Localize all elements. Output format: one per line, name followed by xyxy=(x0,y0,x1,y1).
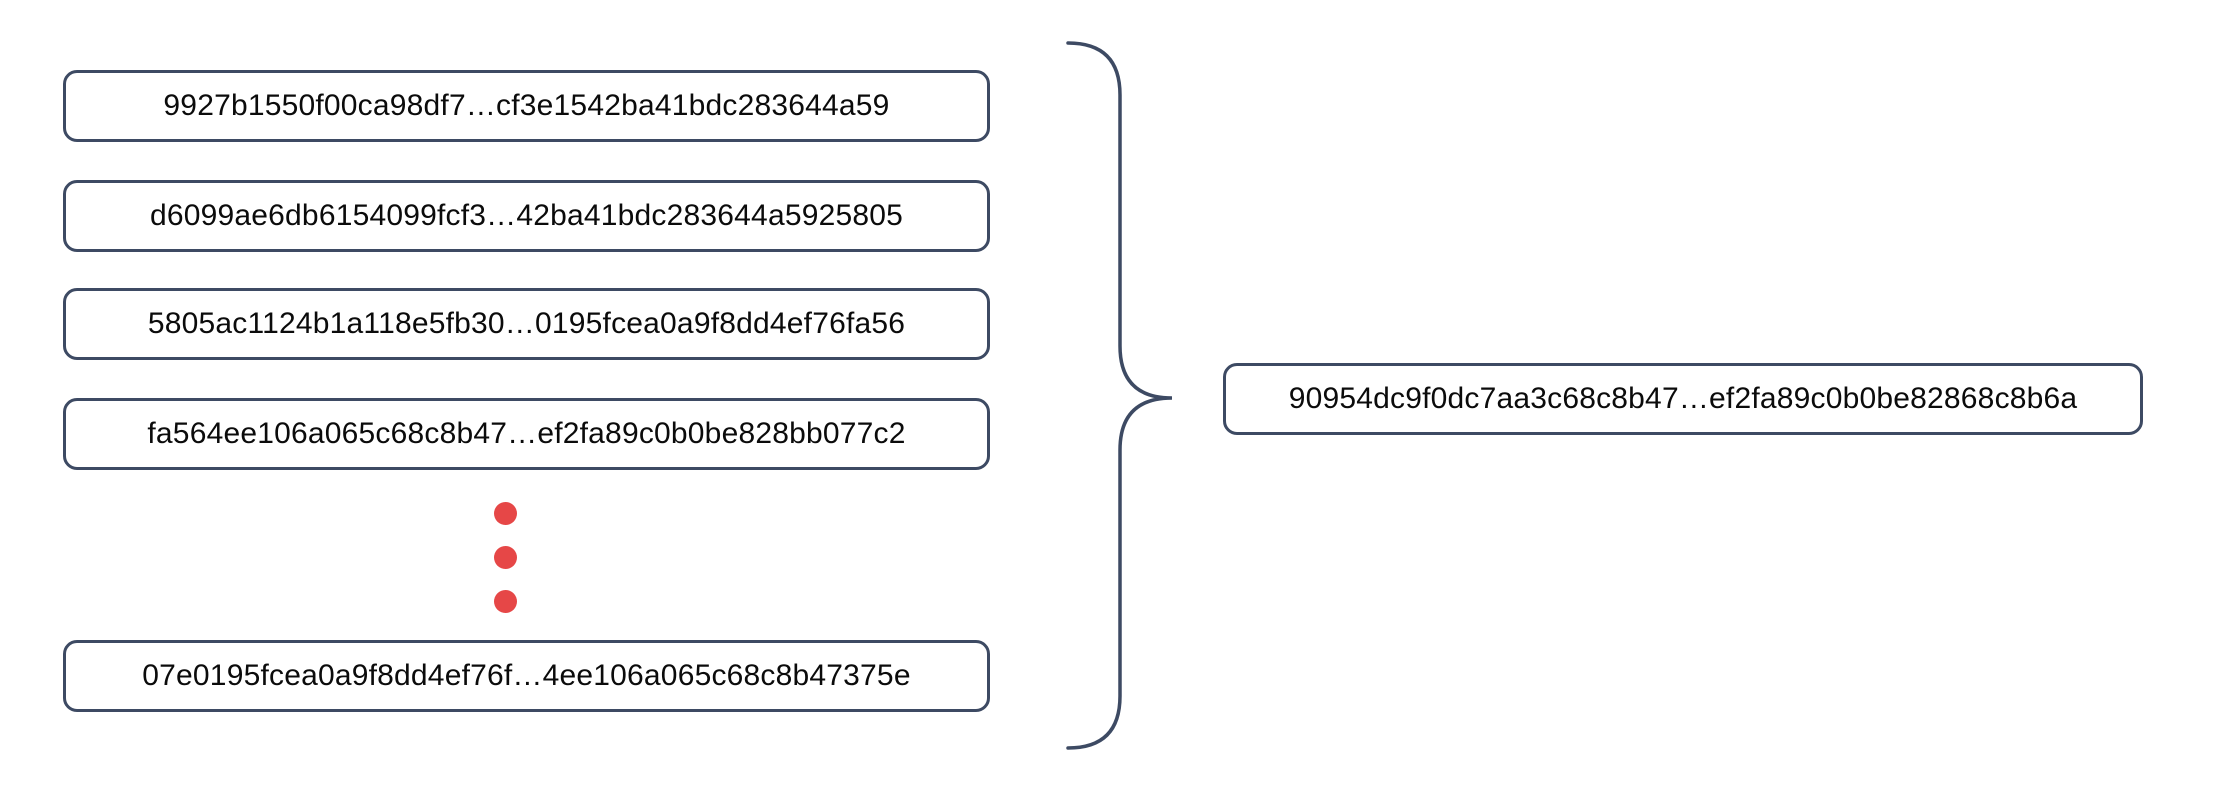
input-hash-box-1: 9927b1550f00ca98df7…cf3e1542ba41bdc28364… xyxy=(63,70,990,142)
input-hash-text-1: 9927b1550f00ca98df7…cf3e1542ba41bdc28364… xyxy=(163,89,890,122)
ellipsis-dot-3 xyxy=(494,590,517,613)
input-hash-box-4: fa564ee106a065c68c8b47…ef2fa89c0b0be828b… xyxy=(63,398,990,470)
input-hash-text-4: fa564ee106a065c68c8b47…ef2fa89c0b0be828b… xyxy=(147,417,906,450)
curly-brace-icon xyxy=(1066,41,1173,750)
input-hash-text-5: 07e0195fcea0a9f8dd4ef76f…4ee106a065c68c8… xyxy=(142,659,911,692)
input-hash-box-5: 07e0195fcea0a9f8dd4ef76f…4ee106a065c68c8… xyxy=(63,640,990,712)
input-hash-text-3: 5805ac1124b1a118e5fb30…0195fcea0a9f8dd4e… xyxy=(147,307,906,340)
output-hash-box: 90954dc9f0dc7aa3c68c8b47…ef2fa89c0b0be82… xyxy=(1223,363,2143,435)
ellipsis-dot-1 xyxy=(494,502,517,525)
input-hash-box-2: d6099ae6db6154099fcf3…42ba41bdc283644a59… xyxy=(63,180,990,252)
ellipsis-dot-2 xyxy=(494,546,517,569)
input-hash-box-3: 5805ac1124b1a118e5fb30…0195fcea0a9f8dd4e… xyxy=(63,288,990,360)
output-hash-text: 90954dc9f0dc7aa3c68c8b47…ef2fa89c0b0be82… xyxy=(1288,382,2078,415)
input-hash-text-2: d6099ae6db6154099fcf3…42ba41bdc283644a59… xyxy=(149,199,904,232)
